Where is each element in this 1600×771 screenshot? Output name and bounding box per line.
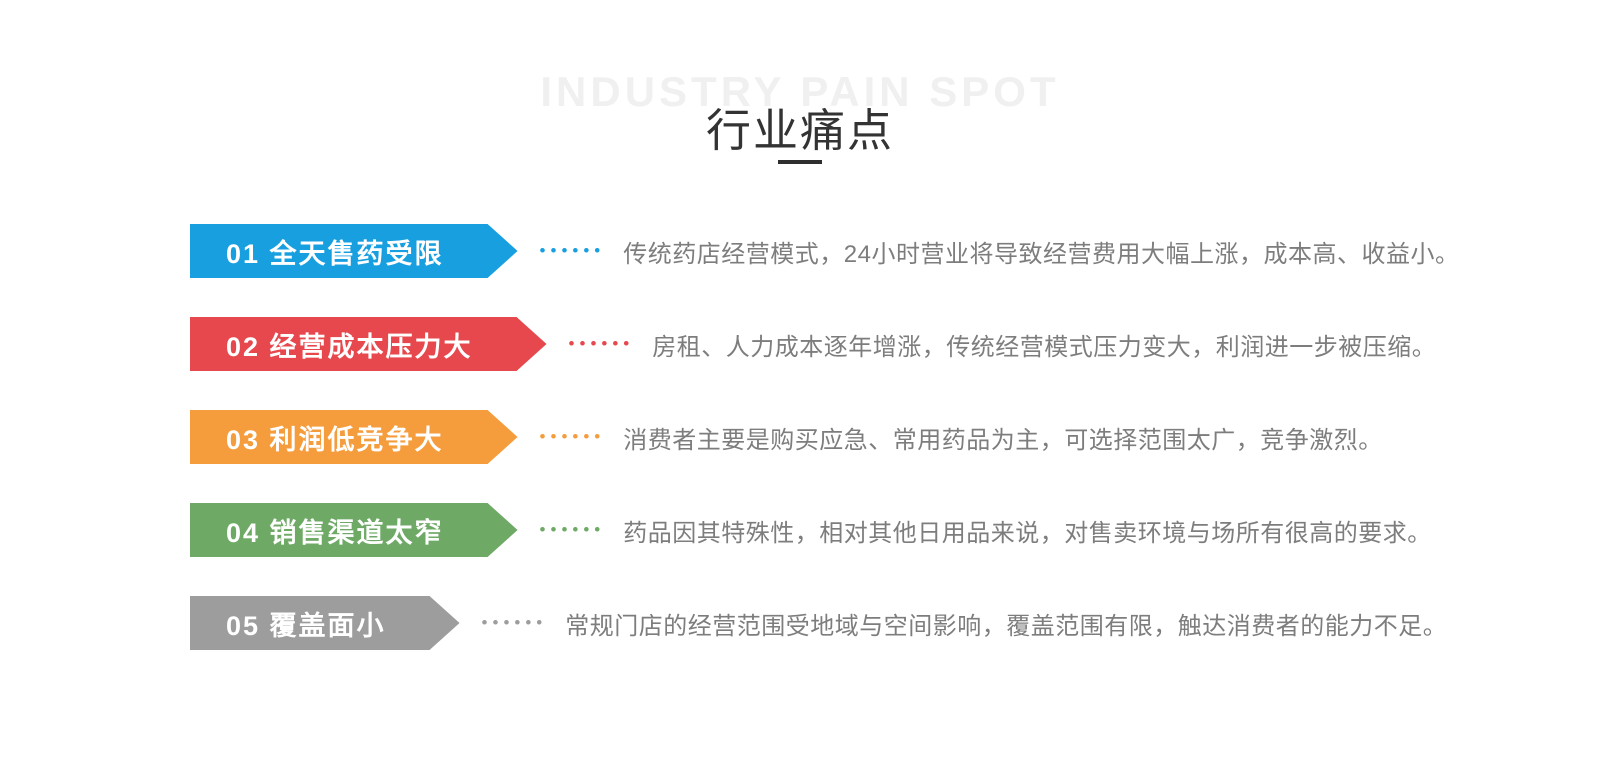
page-title: 行业痛点 [705,105,894,156]
pain-point-description-3: 消费者主要是购买应急、常用药品为主，可选择范围太广，竞争激烈。 [623,426,1383,454]
pain-point-description-1: 传统药店经营模式，24小时营业将导致经营费用大幅上涨，成本高、收益小。 [623,240,1460,268]
pain-point-row-1: 01 全天售药受限 •••••• 传统药店经营模式，24小时营业将导致经营费用大… [190,224,1500,278]
dot-leader-icon: •••••• [539,426,606,446]
dot-leader-icon: •••••• [481,612,548,632]
watermark-text: INDUSTRY PAIN SPOT [540,68,1060,115]
pain-point-banner-1: 01 全天售药受限 [190,224,518,278]
banner-label-3: 03 利润低竞争大 [226,424,444,455]
header-section: INDUSTRY PAIN SPOT 行业痛点 [0,0,1600,190]
pain-point-row-2: 02 经营成本压力大 •••••• 房租、人力成本逐年增涨，传统经营模式压力变大… [190,317,1500,371]
pain-point-banner-4: 04 销售渠道太窄 [190,503,518,557]
pain-point-description-4: 药品因其特殊性，相对其他日用品来说，对售卖环境与场所有很高的要求。 [623,519,1432,547]
pain-point-banner-2: 02 经营成本压力大 [190,317,547,371]
banner-label-4: 04 销售渠道太窄 [226,517,444,548]
title-underline-divider [778,160,822,164]
dot-leader-icon: •••••• [539,519,606,539]
banner-label-2: 02 经营成本压力大 [226,331,473,362]
banner-label-5: 05 覆盖面小 [226,610,386,641]
pain-point-row-4: 04 销售渠道太窄 •••••• 药品因其特殊性，相对其他日用品来说，对售卖环境… [190,503,1500,557]
pain-point-banner-5: 05 覆盖面小 [190,596,460,650]
pain-point-banner-3: 03 利润低竞争大 [190,410,518,464]
pain-point-row-3: 03 利润低竞争大 •••••• 消费者主要是购买应急、常用药品为主，可选择范围… [190,410,1500,464]
dot-leader-icon: •••••• [539,240,606,260]
pain-point-description-5: 常规门店的经营范围受地域与空间影响，覆盖范围有限，触达消费者的能力不足。 [565,612,1448,640]
dot-leader-icon: •••••• [568,333,635,353]
pain-point-row-5: 05 覆盖面小 •••••• 常规门店的经营范围受地域与空间影响，覆盖范围有限，… [190,596,1500,650]
pain-point-description-2: 房租、人力成本逐年增涨，传统经营模式压力变大，利润进一步被压缩。 [652,333,1437,361]
pain-point-list: 01 全天售药受限 •••••• 传统药店经营模式，24小时营业将导致经营费用大… [190,224,1500,689]
banner-label-1: 01 全天售药受限 [226,238,444,269]
